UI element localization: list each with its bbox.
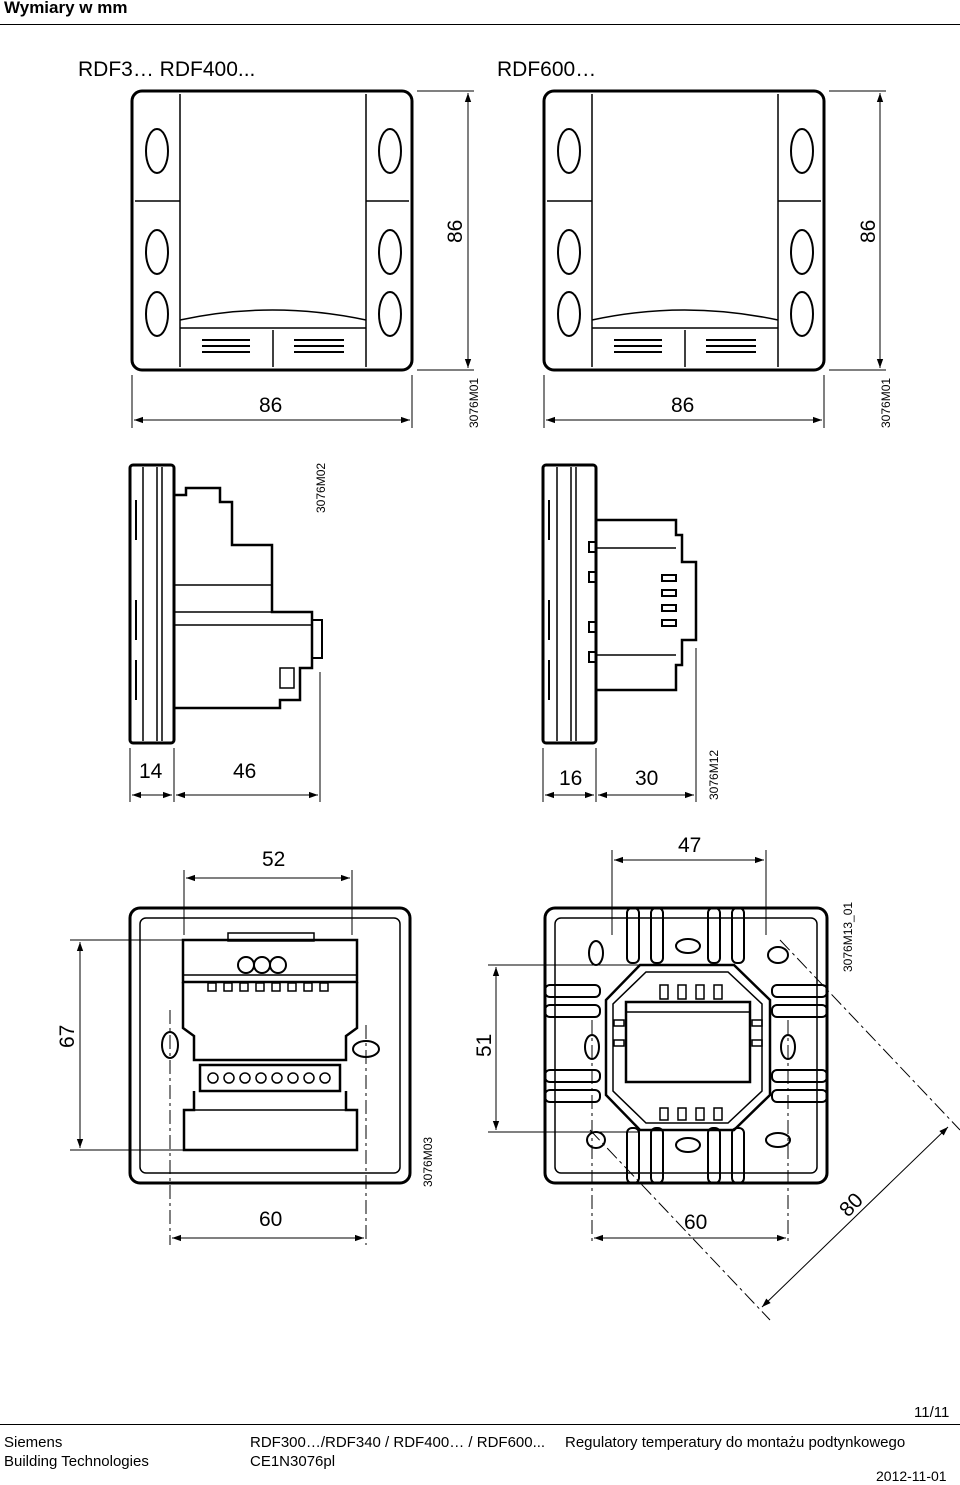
dim-14: 14 — [139, 760, 163, 783]
dim-80: 80 — [835, 1189, 868, 1222]
dim-46: 46 — [233, 760, 256, 783]
dim-86-height-right: 86 — [857, 220, 880, 243]
dim-86-width-left: 86 — [259, 394, 282, 417]
front-view-left — [130, 89, 474, 428]
top-rule — [0, 24, 960, 25]
side-view-right — [541, 463, 698, 802]
dim-30: 30 — [635, 767, 658, 790]
dim-51: 51 — [473, 1034, 496, 1057]
footer-models: RDF300…/RDF340 / RDF400… / RDF600... — [250, 1434, 546, 1451]
footer-date: 2012-11-01 — [876, 1468, 947, 1484]
drawing-code-m02: 3076M02 — [314, 463, 328, 513]
front-right-label: RDF600… — [497, 58, 596, 81]
dim-47: 47 — [678, 834, 701, 857]
side-view-left — [128, 463, 323, 802]
drawing-code-m01-right: 3076M01 — [879, 378, 893, 428]
footer-company: Siemens — [4, 1434, 63, 1451]
dim-67: 67 — [56, 1025, 79, 1048]
drawing-code-m01-left: 3076M01 — [467, 378, 481, 428]
page-title: Wymiary w mm — [4, 0, 128, 17]
dim-60-right: 60 — [684, 1211, 707, 1234]
drawing-code-m03: 3076M03 — [421, 1137, 435, 1187]
footer-doc-code: CE1N3076pl — [250, 1453, 336, 1470]
front-view-right — [542, 89, 886, 428]
dim-86-height-left: 86 — [444, 220, 467, 243]
dim-86-width-right: 86 — [671, 394, 694, 417]
drawing-code-m13: 3076M13_01 — [841, 902, 855, 972]
footer-division: Building Technologies — [4, 1453, 149, 1470]
dim-60-left: 60 — [259, 1208, 282, 1231]
drawing-code-m12: 3076M12 — [707, 750, 721, 800]
page-number: 11/11 — [914, 1404, 950, 1421]
dim-16: 16 — [559, 767, 582, 790]
back-view-right — [488, 850, 960, 1321]
footer-rule — [0, 1424, 960, 1425]
dim-52: 52 — [262, 848, 285, 871]
dimension-drawings: RDF3… RDF400... RDF600… 86 86 86 86 14 4… — [56, 58, 960, 1321]
front-left-label: RDF3… RDF400... — [78, 58, 255, 81]
footer-description: Regulatory temperatury do montażu podtyn… — [565, 1434, 906, 1451]
back-view-left — [70, 870, 412, 1245]
